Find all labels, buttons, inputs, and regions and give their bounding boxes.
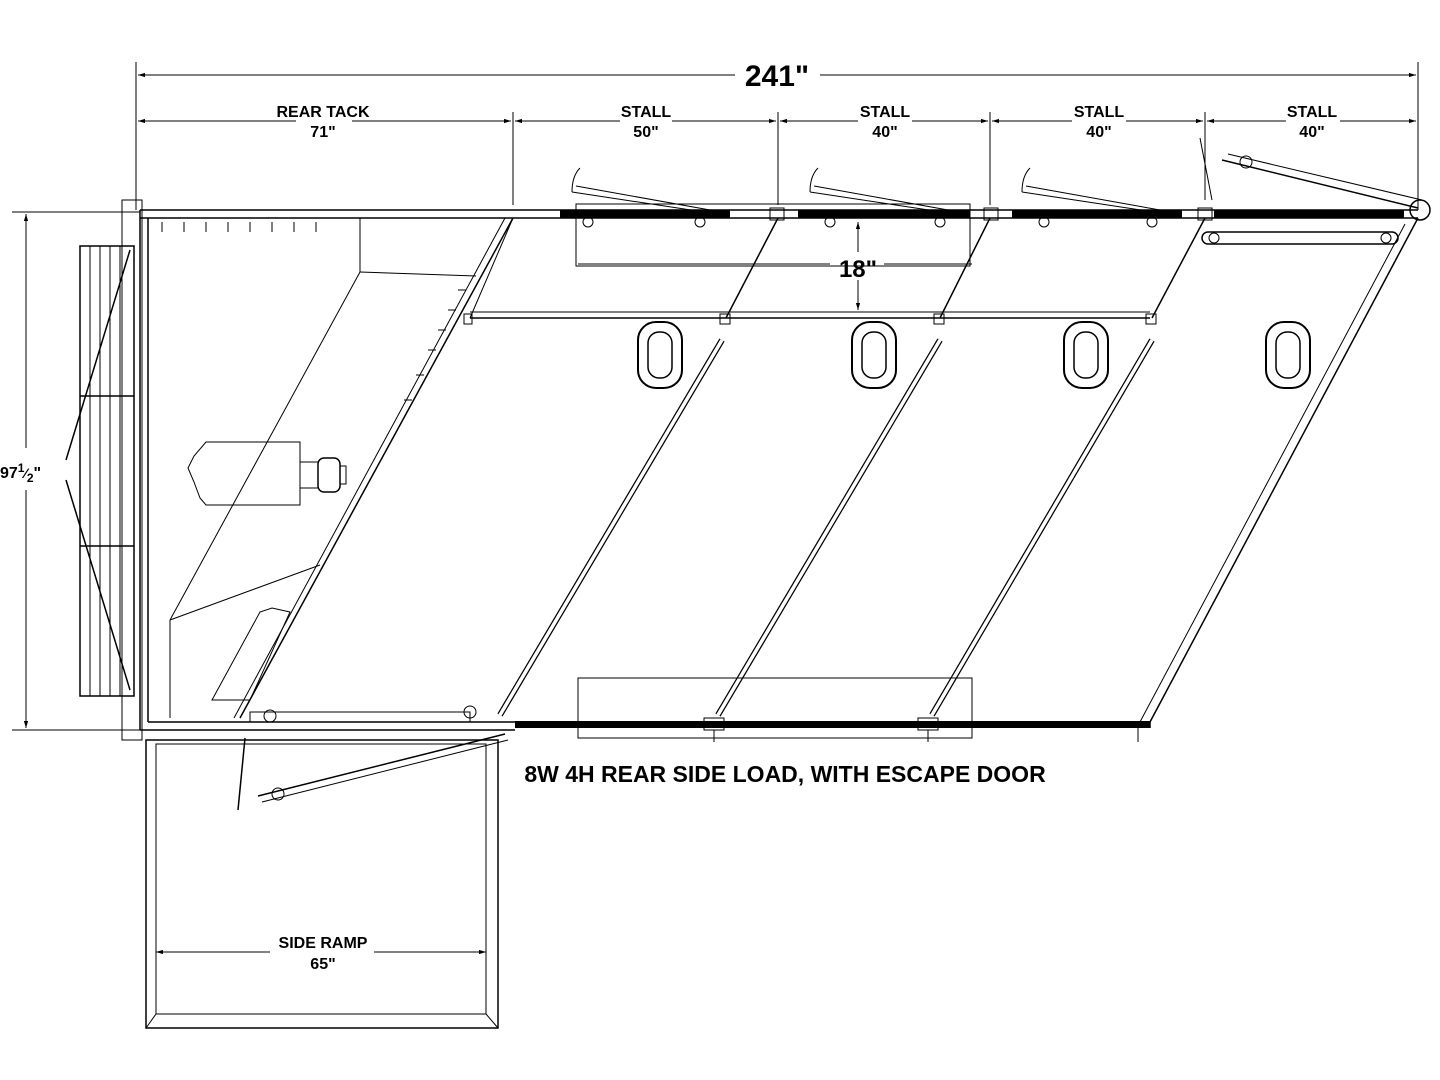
section-length-stall-2: 40" bbox=[872, 124, 897, 141]
section-name-rear-tack: REAR TACK bbox=[276, 104, 369, 121]
side-ramp: SIDE RAMP 65" bbox=[145, 733, 509, 1029]
section-name-stall-3: STALL bbox=[1074, 104, 1125, 121]
ramp-name-label: SIDE RAMP bbox=[279, 935, 368, 952]
saddle-hooks bbox=[161, 222, 317, 232]
width-whole: 97 bbox=[0, 465, 18, 482]
section-length-stall-3: 40" bbox=[1086, 124, 1111, 141]
bottom-fittings bbox=[249, 677, 1139, 742]
drawing-title: 8W 4H REAR SIDE LOAD, WITH ESCAPE DOOR bbox=[524, 761, 1046, 787]
side-windows bbox=[637, 321, 1311, 389]
section-dimensions: REAR TACK 71" STALL 50" STALL 40" STALL … bbox=[138, 104, 1416, 205]
section-name-stall-2: STALL bbox=[860, 104, 911, 121]
width-label: 971⁄2" bbox=[0, 461, 41, 485]
partition-gap-dimension: 18" bbox=[575, 203, 972, 310]
section-name-stall-4: STALL bbox=[1287, 104, 1338, 121]
rear-door-grill bbox=[65, 199, 143, 741]
section-name-stall-1: STALL bbox=[621, 104, 672, 121]
width-dimension: 971⁄2" bbox=[0, 211, 140, 731]
width-fraction-numerator: 1 bbox=[18, 461, 25, 475]
escape-door bbox=[1199, 137, 1431, 245]
drop-down-windows bbox=[571, 167, 1161, 228]
section-length-stall-1: 50" bbox=[633, 124, 658, 141]
trailer-walls bbox=[139, 209, 1419, 731]
width-fraction-denominator: 2 bbox=[27, 471, 34, 485]
rear-tack-room bbox=[161, 218, 477, 718]
section-length-stall-4: 40" bbox=[1299, 124, 1324, 141]
overall-length-label: 241" bbox=[745, 60, 809, 93]
saddle-rack bbox=[187, 441, 347, 506]
stall-dividers bbox=[233, 207, 1213, 719]
overall-dimension: 241" bbox=[135, 60, 1419, 210]
width-unit: " bbox=[34, 465, 42, 482]
partition-gap-label: 18" bbox=[839, 256, 877, 283]
section-length-rear-tack: 71" bbox=[310, 124, 335, 141]
ramp-length-label: 65" bbox=[310, 956, 335, 973]
